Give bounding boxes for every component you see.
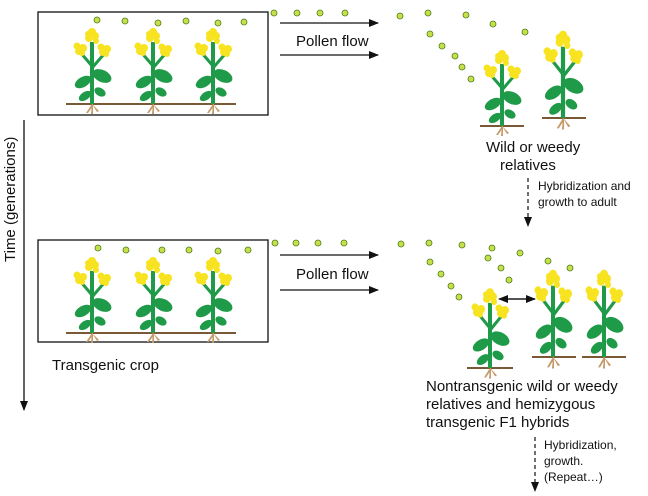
wild-relatives-plants bbox=[480, 28, 588, 138]
pollen-flow-label-top: Pollen flow bbox=[296, 33, 369, 50]
hybridization-step-label-1: Hybridization and growth to adult bbox=[538, 179, 634, 209]
pollen-grains-bottom bbox=[94, 239, 574, 301]
result-description-label: Nontransgenic wild or weedy relatives an… bbox=[426, 378, 622, 431]
pollen-flow-arrows-top bbox=[280, 19, 379, 59]
hybridization-step-label-2: Hybridization, growth. (Repeat…) bbox=[544, 438, 620, 484]
crop-plants-top bbox=[66, 26, 237, 116]
wild-relatives-label: Wild or weedy relatives bbox=[486, 139, 584, 174]
transgenic-crop-label: Transgenic crop bbox=[52, 357, 159, 374]
crop-field-box-top bbox=[37, 11, 269, 116]
hybrid-plants bbox=[467, 267, 628, 381]
pollen-flow-label-bottom: Pollen flow bbox=[296, 266, 369, 283]
crop-plants-bottom bbox=[66, 255, 237, 345]
pollen-grains-top bbox=[93, 9, 529, 83]
pollen-flow-arrows-bottom bbox=[280, 251, 379, 294]
time-axis-label: Time (generations) bbox=[2, 137, 19, 262]
